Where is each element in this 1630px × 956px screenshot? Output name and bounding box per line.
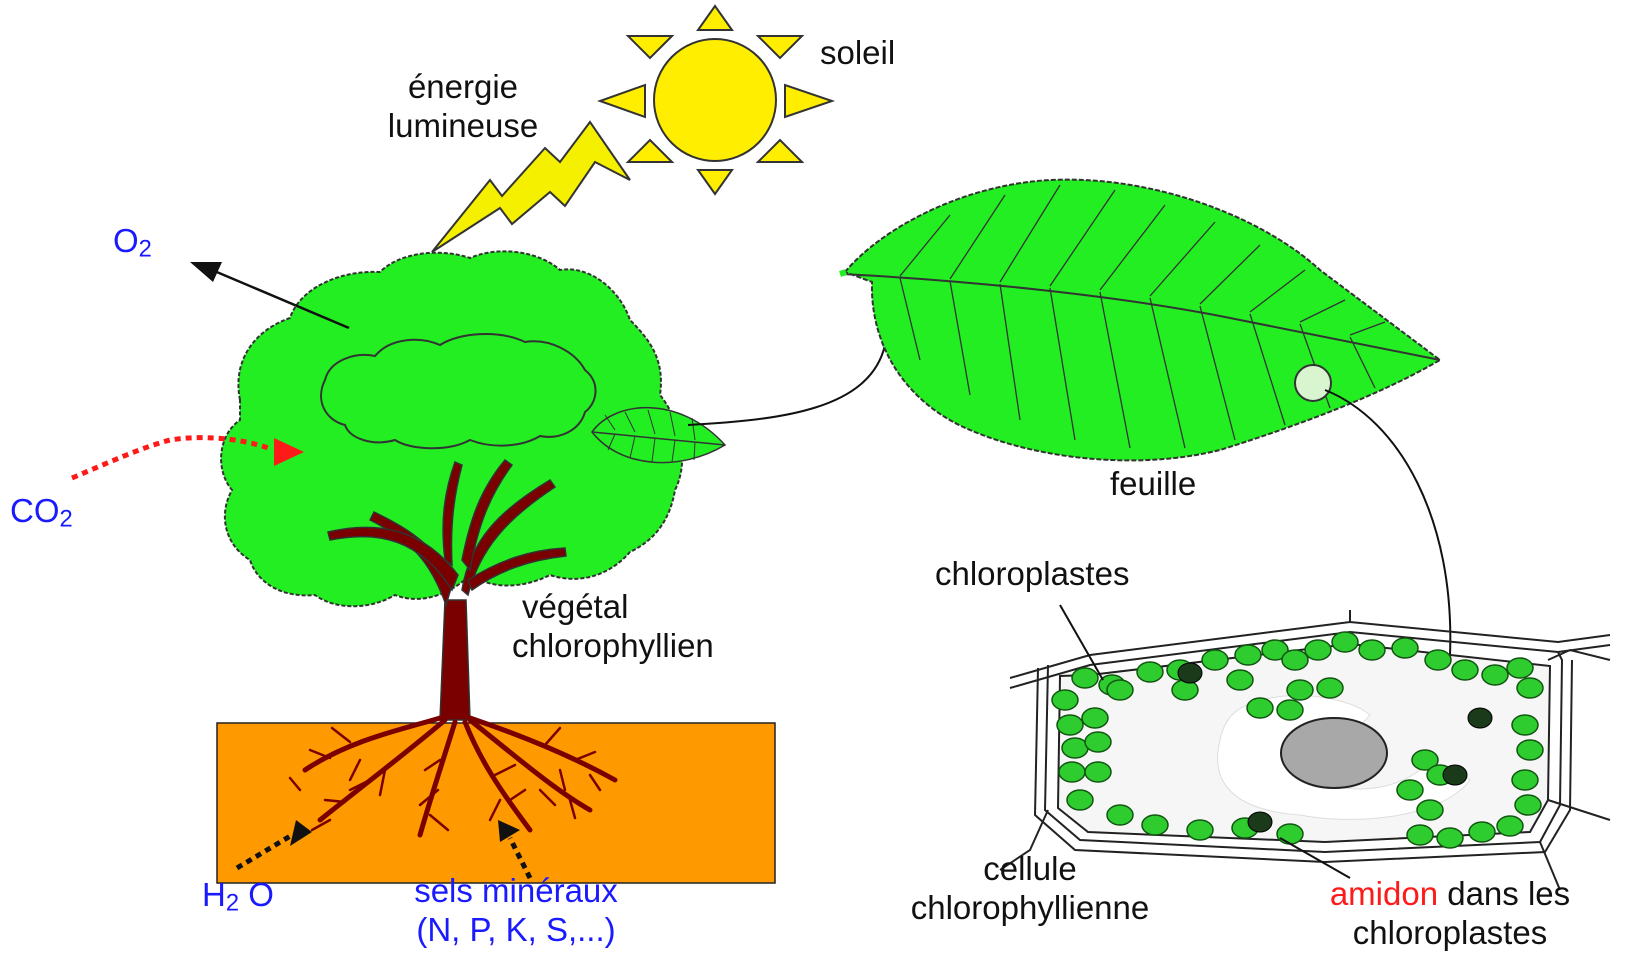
chloroplast: [1332, 632, 1358, 652]
starch-grain: [1248, 812, 1272, 832]
label-feuille: feuille: [1110, 465, 1196, 504]
chloroplast: [1235, 645, 1261, 665]
chloroplast: [1515, 795, 1541, 815]
chloroplast: [1085, 732, 1111, 752]
starch-grain: [1468, 708, 1492, 728]
chloroplast: [1052, 690, 1078, 710]
label-h2o-sub: 2: [226, 889, 239, 916]
label-energie-line2: lumineuse: [368, 107, 558, 146]
chloroplast: [1172, 680, 1198, 700]
chloroplast: [1517, 740, 1543, 760]
chloroplast: [1305, 640, 1331, 660]
label-amidon-line1: amidon dans les: [1290, 875, 1610, 914]
chloroplast: [1317, 678, 1343, 698]
chloroplast: [1497, 816, 1523, 836]
big-leaf-icon: [840, 180, 1440, 461]
chloroplast: [1187, 820, 1213, 840]
soil-block: [217, 723, 775, 883]
chloroplast: [1142, 815, 1168, 835]
amidon-pointer-line: [1280, 838, 1350, 878]
chloroplast: [1137, 662, 1163, 682]
chloroplast: [1482, 665, 1508, 685]
label-cellule-chlorophyllienne: cellule chlorophyllienne: [880, 850, 1180, 928]
chloroplast: [1277, 700, 1303, 720]
label-o2-sub: 2: [139, 235, 152, 262]
sun-icon: [600, 6, 832, 194]
chloroplast: [1452, 660, 1478, 680]
label-energie-lumineuse: énergie lumineuse: [368, 68, 558, 146]
chloroplast: [1107, 680, 1133, 700]
label-co2-main: CO: [10, 492, 60, 529]
label-soleil: soleil: [820, 34, 895, 73]
label-h2o-main: H: [202, 876, 226, 913]
label-energie-line1: énergie: [368, 68, 558, 107]
chloroplast: [1512, 715, 1538, 735]
label-co2-sub: 2: [60, 505, 73, 532]
chloroplast: [1512, 770, 1538, 790]
label-amidon-rest: dans les: [1438, 875, 1570, 912]
chloroplast: [1517, 678, 1543, 698]
label-chloroplastes: chloroplastes: [935, 555, 1129, 594]
leaf-connector-line: [688, 345, 885, 425]
starch-grain: [1178, 663, 1202, 683]
label-h2o-rest: O: [239, 876, 274, 913]
chloroplast: [1417, 800, 1443, 820]
label-sels-line2: (N, P, K, S,...): [376, 911, 656, 950]
chloroplast: [1392, 638, 1418, 658]
chloroplast: [1507, 658, 1533, 678]
chloroplast: [1469, 822, 1495, 842]
chloroplast: [1282, 650, 1308, 670]
chloroplast: [1407, 825, 1433, 845]
label-amidon-word: amidon: [1330, 875, 1438, 912]
label-vegetal-line2: chlorophyllien: [512, 627, 714, 666]
chloroplast: [1287, 680, 1313, 700]
chloroplast: [1057, 715, 1083, 735]
chloroplast: [1062, 738, 1088, 758]
label-vegetal-line1: végétal: [512, 588, 714, 627]
label-sels-line1: sels minéraux: [376, 872, 656, 911]
label-amidon: amidon dans les chloroplastes: [1290, 875, 1610, 953]
cell-nucleus: [1281, 718, 1387, 788]
chloroplast: [1202, 650, 1228, 670]
chloroplast: [1359, 640, 1385, 660]
chloroplast: [1082, 708, 1108, 728]
starch-grain: [1443, 765, 1467, 785]
label-h2o: H2 O: [202, 876, 274, 917]
label-o2-main: O: [113, 222, 139, 259]
chloroplast: [1247, 698, 1273, 718]
chloroplast: [1227, 670, 1253, 690]
chloroplast: [1067, 790, 1093, 810]
label-amidon-line2: chloroplastes: [1290, 914, 1610, 953]
chloroplast: [1085, 762, 1111, 782]
label-sels-mineraux: sels minéraux (N, P, K, S,...): [376, 872, 656, 950]
label-vegetal-chlorophyllien: végétal chlorophyllien: [512, 588, 714, 666]
chloroplast: [1397, 780, 1423, 800]
chloroplast: [1425, 650, 1451, 670]
chloroplast: [1107, 805, 1133, 825]
label-o2: O2: [113, 222, 152, 263]
chloroplast: [1437, 828, 1463, 848]
chloroplast: [1059, 762, 1085, 782]
zoom-connector-line: [1325, 390, 1450, 655]
label-cellule-line1: cellule: [880, 850, 1180, 889]
chloroplast: [1277, 824, 1303, 844]
chloroplast: [1072, 668, 1098, 688]
label-cellule-line2: chlorophyllienne: [880, 889, 1180, 928]
leaf-zoom-circle: [1295, 365, 1331, 401]
label-co2: CO2: [10, 492, 73, 533]
